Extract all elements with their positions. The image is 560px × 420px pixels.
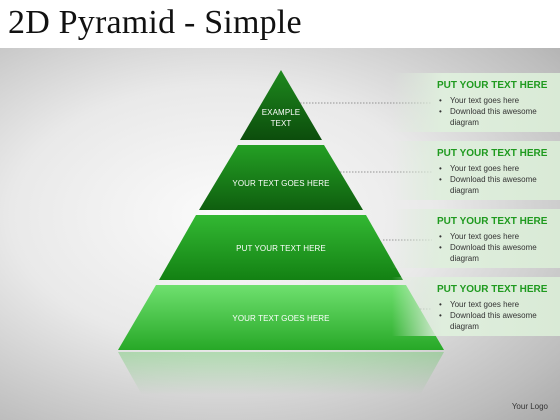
panel-heading: PUT YOUR TEXT HERE bbox=[437, 80, 548, 91]
tier-1-label: EXAMPLE TEXT bbox=[261, 108, 301, 128]
text-panel-1: PUT YOUR TEXT HERE Your text goes here D… bbox=[392, 73, 560, 132]
text-panel-4: PUT YOUR TEXT HERE Your text goes here D… bbox=[392, 277, 560, 336]
tier-4-label: YOUR TEXT GOES HERE bbox=[232, 314, 330, 323]
pyramid-tier-3 bbox=[159, 215, 403, 280]
panel-bullet: Your text goes here bbox=[437, 95, 560, 106]
panel-heading: PUT YOUR TEXT HERE bbox=[437, 284, 548, 295]
text-panel-2: PUT YOUR TEXT HERE Your text goes here D… bbox=[392, 141, 560, 200]
panel-bullet: Your text goes here bbox=[437, 163, 560, 174]
panel-bullet: Download this awesome diagram bbox=[437, 106, 560, 128]
pyramid-tier-1 bbox=[240, 70, 322, 140]
panel-heading: PUT YOUR TEXT HERE bbox=[437, 216, 548, 227]
panel-bullet: Your text goes here bbox=[437, 231, 560, 242]
panel-heading: PUT YOUR TEXT HERE bbox=[437, 148, 548, 159]
logo-text: Your Logo bbox=[511, 402, 548, 411]
panel-bullet: Download this awesome diagram bbox=[437, 310, 560, 332]
pyramid-tier-2 bbox=[199, 145, 363, 210]
pyramid-tier-4 bbox=[118, 285, 444, 350]
text-panel-3: PUT YOUR TEXT HERE Your text goes here D… bbox=[392, 209, 560, 268]
panel-bullet: Download this awesome diagram bbox=[437, 174, 560, 196]
tier-2-label: YOUR TEXT GOES HERE bbox=[232, 179, 330, 188]
panel-bullet: Download this awesome diagram bbox=[437, 242, 560, 264]
panel-bullet: Your text goes here bbox=[437, 299, 560, 310]
tier-3-label: PUT YOUR TEXT HERE bbox=[236, 244, 326, 253]
page-title: 2D Pyramid - Simple bbox=[8, 4, 302, 41]
pyramid-reflection bbox=[118, 352, 444, 395]
